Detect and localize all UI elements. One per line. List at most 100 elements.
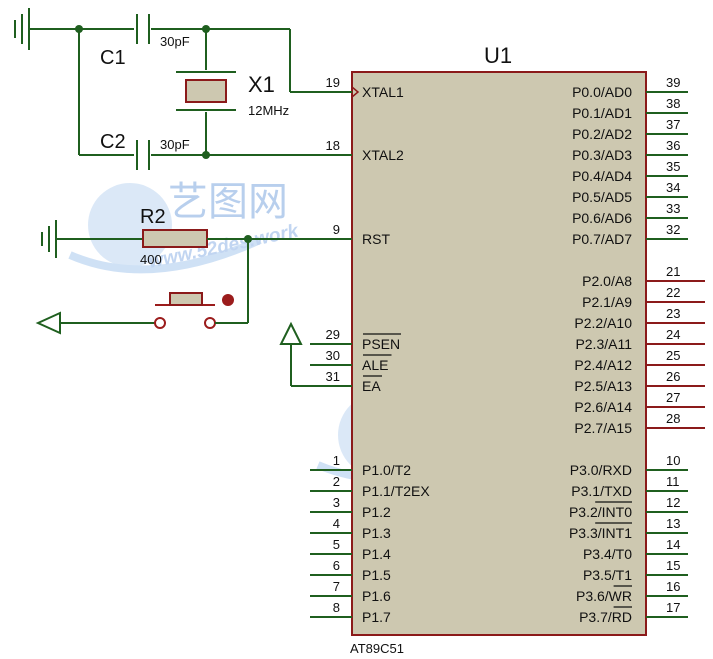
left-pin-3: 3P1.2 (310, 495, 391, 520)
c1-ref: C1 (100, 47, 126, 69)
pin-name: XTAL1 (362, 84, 404, 100)
pin-number: 14 (666, 537, 680, 552)
r2-body (142, 229, 208, 248)
x1-ref: X1 (248, 72, 275, 97)
pin-name: P0.3/AD3 (572, 147, 632, 163)
pin-name: P1.1/T2EX (362, 483, 430, 499)
chip-part: AT89C51 (350, 641, 404, 656)
pin-number: 33 (666, 201, 680, 216)
pin-name: P1.3 (362, 525, 391, 541)
pin-number: 28 (666, 411, 680, 426)
pin-number: 1 (333, 453, 340, 468)
c2-ref: C2 (100, 131, 126, 153)
pin-number: 10 (666, 453, 680, 468)
pin-name: P2.3/A11 (575, 336, 632, 352)
pin-name: P1.2 (362, 504, 391, 520)
c1-value: 30pF (160, 34, 190, 49)
pin-name: P2.4/A12 (574, 357, 632, 373)
pin-number: 35 (666, 159, 680, 174)
pin-name: P1.0/T2 (362, 462, 411, 478)
pin-name: P2.5/A13 (574, 378, 632, 394)
pin-number: 30 (326, 348, 340, 363)
pin-name: P0.2/AD2 (572, 126, 632, 142)
pin-name: P3.3/INT1 (569, 525, 632, 541)
mcu-body (351, 71, 647, 636)
pin-name: P0.4/AD4 (572, 168, 632, 184)
pin-name: P0.5/AD5 (572, 189, 632, 205)
button-cap (169, 292, 203, 306)
left-pin-5: 5P1.4 (310, 537, 391, 562)
oscillator-circuit: C1 30pF C2 30pF X1 12MHz (14, 8, 352, 170)
pin-name: P3.0/RXD (570, 462, 632, 478)
pin-name: P2.2/A10 (574, 315, 632, 331)
left-pin-7: 7P1.6 (310, 579, 391, 604)
pin-number: 3 (333, 495, 340, 510)
pin-name: P2.6/A14 (574, 399, 632, 415)
reset-circuit: R2 400 (35, 206, 352, 335)
pin-name: P2.7/A15 (574, 420, 632, 436)
pin-number: 17 (666, 600, 680, 615)
left-pin-1: 1P1.0/T2 (310, 453, 411, 478)
pin-number: 31 (326, 369, 340, 384)
left-pin-8: 8P1.7 (310, 600, 391, 625)
left-pin-2: 2P1.1/T2EX (310, 474, 430, 499)
pin-name: RST (362, 231, 390, 247)
r2-value: 400 (140, 252, 162, 267)
pin-name: P2.0/A8 (582, 273, 632, 289)
pin-number: 18 (326, 138, 340, 153)
pin-name: P2.1/A9 (582, 294, 632, 310)
pin-number: 12 (666, 495, 680, 510)
c2-value: 30pF (160, 137, 190, 152)
pin-number: 25 (666, 348, 680, 363)
left-pin-6: 6P1.5 (310, 558, 391, 583)
pin-number: 2 (333, 474, 340, 489)
x1-body (185, 79, 227, 103)
pin-number: 9 (333, 222, 340, 237)
pin-name: P3.2/INT0 (569, 504, 632, 520)
watermark-cn-1: 艺图网 (168, 180, 288, 224)
left-pin-4: 4P1.3 (310, 516, 391, 541)
pin-name: P3.5/T1 (583, 567, 632, 583)
pin-name: XTAL2 (362, 147, 404, 163)
pin-number: 21 (666, 264, 680, 279)
pin-number: 6 (333, 558, 340, 573)
pin-name: PSEN (362, 336, 400, 352)
pin-number: 32 (666, 222, 680, 237)
pin-name: P0.7/AD7 (572, 231, 632, 247)
pin-number: 4 (333, 516, 340, 531)
pin-number: 13 (666, 516, 680, 531)
pin-number: 36 (666, 138, 680, 153)
pin-name: P0.1/AD1 (572, 105, 632, 121)
pin-number: 7 (333, 579, 340, 594)
pin-number: 39 (666, 75, 680, 90)
power-terminal-up (279, 321, 303, 345)
button-indicator (222, 294, 234, 306)
pin-number: 22 (666, 285, 680, 300)
pin-number: 24 (666, 327, 680, 342)
pin-name: ALE (362, 357, 388, 373)
